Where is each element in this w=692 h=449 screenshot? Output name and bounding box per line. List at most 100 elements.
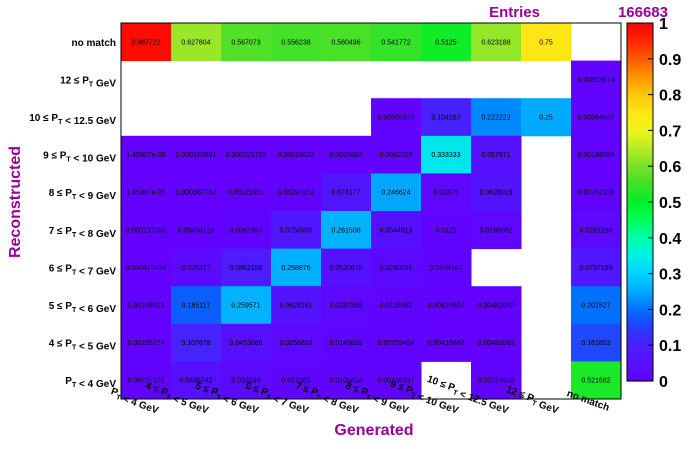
color-scale-band [627, 198, 653, 203]
cell-value-label: 0.25 [539, 115, 553, 122]
color-scale-band [627, 137, 653, 142]
color-scale-band [627, 320, 653, 325]
cell-value-label: 0.0628181 [279, 303, 312, 310]
cell-value-label: 0.627804 [181, 39, 210, 46]
color-scale-band [627, 194, 653, 200]
heatmap-cell [321, 286, 372, 325]
color-scale-band [627, 352, 653, 357]
cell-value-label: 0.75 [539, 39, 553, 46]
heatmap-cell [321, 173, 372, 212]
color-scale-band [627, 101, 653, 106]
color-scale-tick-label: 0.6 [659, 159, 681, 176]
cell-value-label: 0.246624 [381, 190, 410, 197]
color-scale-band [627, 87, 653, 92]
color-scale-band [627, 126, 653, 131]
heatmap-cell [271, 135, 322, 174]
color-scale-band [627, 58, 653, 63]
heatmap-cell [371, 135, 422, 174]
heatmap-cell [221, 248, 272, 287]
color-scale-band [627, 284, 653, 289]
color-scale-tick-label: 0.3 [659, 267, 681, 284]
color-scale-band [627, 94, 653, 99]
heatmap-cell [371, 361, 422, 400]
color-scale-band [627, 216, 653, 221]
y-tick-label: 6 ≤ PT < 7 GeV [49, 263, 117, 277]
color-scale-band [627, 108, 653, 114]
color-scale-band [627, 44, 653, 49]
color-scale-band [627, 202, 653, 207]
cell-value-label: 0.00483092 [478, 340, 515, 347]
color-scale-band [627, 305, 653, 310]
heatmap-cell [571, 173, 622, 212]
color-scale-band [627, 62, 653, 67]
color-scale-band [627, 302, 653, 307]
color-scale-band [627, 69, 653, 74]
heatmap-cell [471, 135, 522, 174]
color-scale-band [627, 244, 653, 250]
color-scale-band [627, 262, 653, 268]
y-tick-label: 4 ≤ PT < 5 GeV [49, 339, 117, 353]
color-scale-band [627, 176, 653, 182]
color-scale-band [627, 291, 653, 296]
cell-value-label: 0.0256828 [279, 340, 312, 347]
cell-value-label: 0.0758935 [279, 227, 312, 234]
heatmap-cell [571, 286, 622, 325]
cell-value-label: 0.0062025 [379, 152, 412, 159]
color-scale-band [627, 348, 653, 353]
heatmap-cell [271, 323, 322, 362]
heatmap-cell [121, 211, 172, 250]
cell-value-label: 0.567073 [231, 39, 260, 46]
heatmap-cell [421, 173, 472, 212]
heatmap-cell [121, 286, 172, 325]
heatmap-cell [221, 323, 272, 362]
color-scale-band [627, 76, 653, 81]
heatmap-cell [321, 248, 372, 287]
color-scale-band [627, 48, 653, 53]
plot-frame [120, 22, 622, 400]
cell-value-label: 0.0280591 [379, 265, 412, 272]
heatmap-cell [571, 60, 622, 99]
heatmap-cell [271, 361, 322, 400]
color-scale-band [627, 83, 653, 89]
color-scale-band [627, 355, 653, 361]
color-scale-tick-label: 0.8 [659, 88, 681, 105]
color-scale-band [627, 209, 653, 214]
color-scale-band [627, 80, 653, 85]
color-scale-band [627, 234, 653, 239]
color-scale-band [627, 277, 653, 282]
y-tick-label: PT < 4 GeV [65, 376, 116, 390]
color-scale-band [627, 144, 653, 149]
color-scale-band [627, 248, 653, 253]
color-scale-band [627, 51, 653, 56]
cell-value-label: 0.033398 [231, 378, 260, 385]
color-scale-tick-label: 0.2 [659, 302, 681, 319]
heatmap-cell [221, 286, 272, 325]
y-tick-label: no match [72, 38, 116, 49]
cell-value-label: 0.017385 [281, 378, 310, 385]
cell-value-label: 0.0025882 [329, 152, 362, 159]
heatmap-cell [571, 361, 622, 400]
color-scale-band [627, 33, 653, 38]
cell-value-label: 0.185117 [182, 303, 211, 310]
heatmap-cell [321, 23, 372, 62]
cell-value-label: 0.623188 [481, 39, 510, 46]
cell-value-label: 0.0067997 [229, 227, 262, 234]
heatmap-cell [371, 211, 422, 250]
heatmap-cell [121, 361, 172, 400]
heatmap-cell [421, 135, 472, 174]
cell-value-label: 0.201527 [581, 303, 610, 310]
heatmap-cell [571, 211, 622, 250]
heatmap-cell [271, 286, 322, 325]
heatmap-cell [321, 361, 372, 400]
cell-value-label: 0.00189394 [578, 152, 615, 159]
color-scale-band [627, 98, 653, 103]
color-scale-band [627, 323, 653, 328]
color-scale-band [627, 273, 653, 278]
heatmap-cell [571, 248, 622, 287]
color-scale-band [627, 359, 653, 364]
heatmap-cell [171, 361, 222, 400]
cell-value-label: 0.00762338 [578, 190, 615, 197]
